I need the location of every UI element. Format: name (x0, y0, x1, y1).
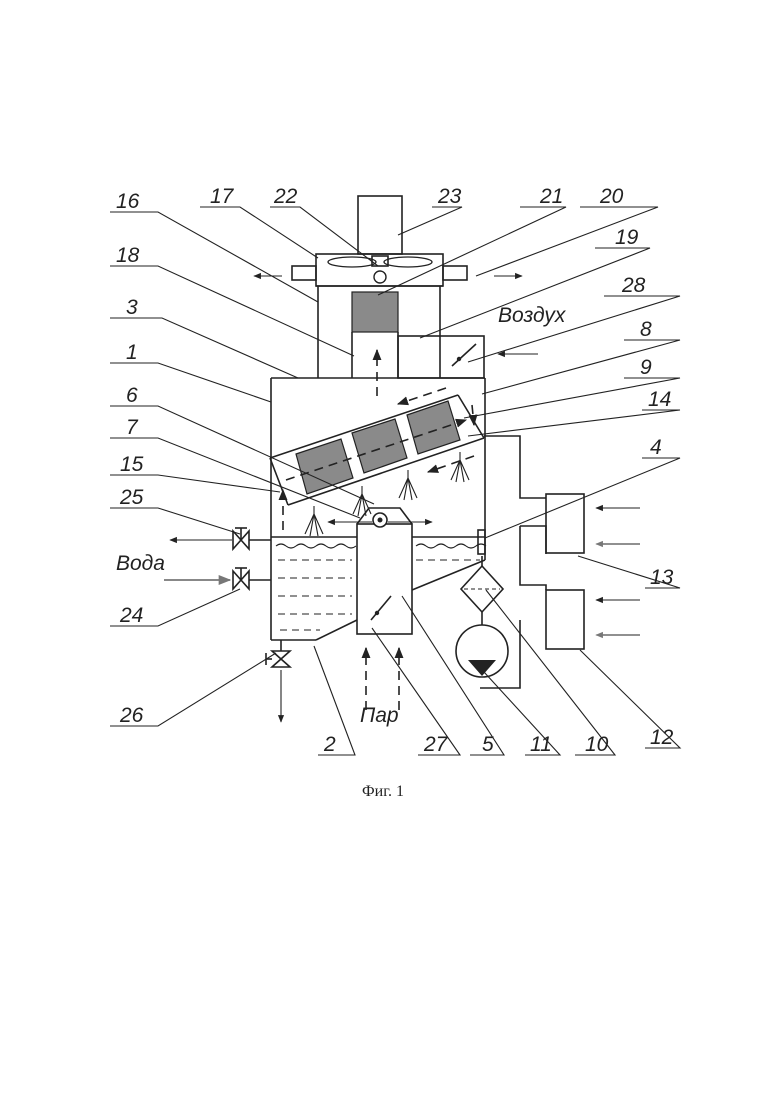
figure-caption: Фиг. 1 (362, 783, 404, 800)
label-17: 17 (210, 185, 235, 208)
label-10: 10 (585, 733, 609, 756)
label-8: 8 (640, 318, 652, 341)
label-12: 12 (650, 726, 674, 749)
valve-24 (164, 568, 271, 589)
water-bath (271, 537, 486, 630)
leader-lines (110, 207, 680, 755)
label-24: 24 (119, 604, 143, 627)
flow-arrow-return (472, 405, 474, 425)
level-sensor-4 (478, 530, 485, 554)
label-11: 11 (530, 733, 552, 756)
label-16: 16 (116, 190, 140, 213)
controller-12 (546, 590, 584, 649)
steam-label: Пар (360, 704, 399, 727)
steam-chamber-5 (328, 508, 432, 710)
label-18: 18 (116, 244, 140, 267)
fan-blade-right (384, 257, 432, 267)
label-23: 23 (437, 185, 462, 208)
label-3: 3 (126, 296, 138, 319)
label-9: 9 (640, 356, 652, 379)
label-13: 13 (650, 566, 674, 589)
label-19: 19 (615, 226, 639, 249)
label-26: 26 (119, 704, 144, 727)
motor-23 (358, 196, 402, 254)
label-1: 1 (126, 341, 138, 364)
label-4: 4 (650, 436, 662, 459)
label-25: 25 (119, 486, 144, 509)
label-20: 20 (599, 185, 624, 208)
label-5: 5 (482, 733, 494, 756)
label-2: 2 (323, 733, 336, 756)
label-27: 27 (423, 733, 449, 756)
water-label: Вода (116, 552, 165, 575)
main-vessel (270, 378, 486, 710)
label-6: 6 (126, 384, 138, 407)
fan-hub-22 (374, 271, 386, 283)
controller-13 (546, 494, 584, 553)
label-28: 28 (621, 274, 646, 297)
valve-26 (266, 640, 290, 722)
valve-25 (170, 528, 271, 549)
recirculation-circuit (456, 436, 640, 688)
contact-packing-8 (270, 388, 484, 505)
filter-21 (352, 292, 398, 332)
label-22: 22 (273, 185, 298, 208)
label-15: 15 (120, 453, 144, 476)
label-21: 21 (539, 185, 563, 208)
label-14: 14 (648, 388, 671, 411)
fan-assembly (254, 196, 538, 396)
label-7: 7 (126, 416, 139, 439)
flow-arrow-bottom (428, 456, 474, 472)
air-inlet-28 (398, 336, 484, 378)
air-label: Воздух (498, 304, 567, 327)
